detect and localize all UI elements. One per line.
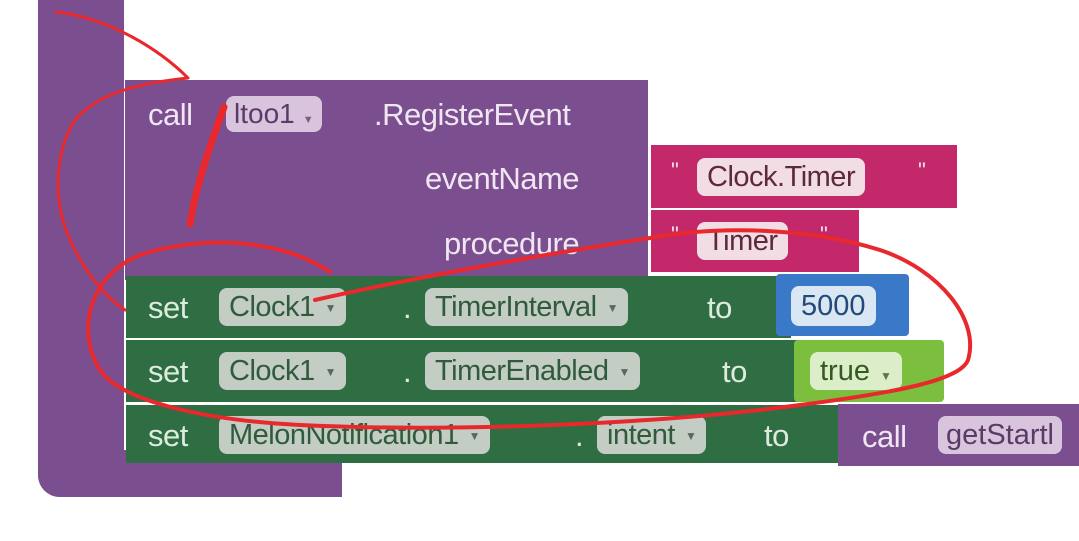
set-keyword: set: [148, 354, 188, 389]
triangle-down-icon: ▼: [879, 369, 892, 383]
event-name-string[interactable]: Clock.Timer: [697, 158, 866, 196]
to-keyword: to: [764, 418, 789, 453]
component-name: Clock1: [229, 291, 315, 323]
triangle-down-icon: ▼: [618, 365, 630, 380]
component-name: ltoo1: [234, 98, 295, 129]
triangle-down-icon: ▼: [324, 365, 337, 380]
to-keyword: to: [722, 354, 747, 389]
set-keyword: set: [148, 290, 188, 325]
to-keyword: to: [707, 290, 732, 325]
dot-separator: .: [403, 290, 412, 325]
property-dropdown-timer-interval[interactable]: TimerInterval ▼: [425, 288, 629, 326]
property-dropdown-timer-enabled[interactable]: TimerEnabled ▼: [425, 352, 640, 390]
boolean-dropdown[interactable]: true ▼: [810, 352, 902, 390]
component-dropdown-melon-notification1[interactable]: MelonNotification1 ▼: [219, 416, 490, 454]
call-keyword: call: [148, 97, 193, 132]
triangle-down-icon: ▼: [302, 114, 314, 126]
property-dropdown-intent[interactable]: intent ▼: [597, 416, 707, 454]
boolean-value: true: [820, 355, 870, 387]
set-keyword: set: [148, 418, 188, 453]
dot-separator: .: [575, 418, 584, 453]
component-dropdown-ltoo1[interactable]: ltoo1 ▼: [226, 96, 322, 132]
triangle-down-icon: ▼: [324, 301, 337, 316]
quote-mark-icon: ": [918, 158, 926, 183]
component-name: MelonNotification1: [229, 419, 459, 451]
procedure-string[interactable]: Timer: [697, 222, 788, 260]
quote-mark-icon: ": [820, 222, 828, 247]
property-name: intent: [607, 419, 675, 451]
property-name: TimerInterval: [435, 291, 597, 323]
property-name: TimerEnabled: [435, 355, 609, 387]
triangle-down-icon: ▼: [468, 429, 481, 444]
dot-separator: .: [403, 354, 412, 389]
procedure-socket-label: procedure: [444, 226, 580, 261]
method-name: .RegisterEvent: [374, 97, 571, 132]
call-keyword: call: [862, 419, 907, 454]
procedure-dropdown[interactable]: getStartl: [938, 416, 1062, 454]
component-dropdown-clock1[interactable]: Clock1 ▼: [219, 352, 347, 390]
procedure-name: getStartl: [946, 419, 1054, 451]
quote-mark-icon: ": [671, 222, 679, 247]
event-name-socket-label: eventName: [425, 161, 580, 196]
component-dropdown-clock1[interactable]: Clock1 ▼: [219, 288, 347, 326]
triangle-down-icon: ▼: [606, 301, 619, 316]
component-name: Clock1: [229, 355, 315, 387]
triangle-down-icon: ▼: [684, 429, 697, 444]
event-block-frame: [38, 0, 124, 497]
number-field[interactable]: 5000: [791, 286, 876, 326]
quote-mark-icon: ": [671, 158, 679, 183]
